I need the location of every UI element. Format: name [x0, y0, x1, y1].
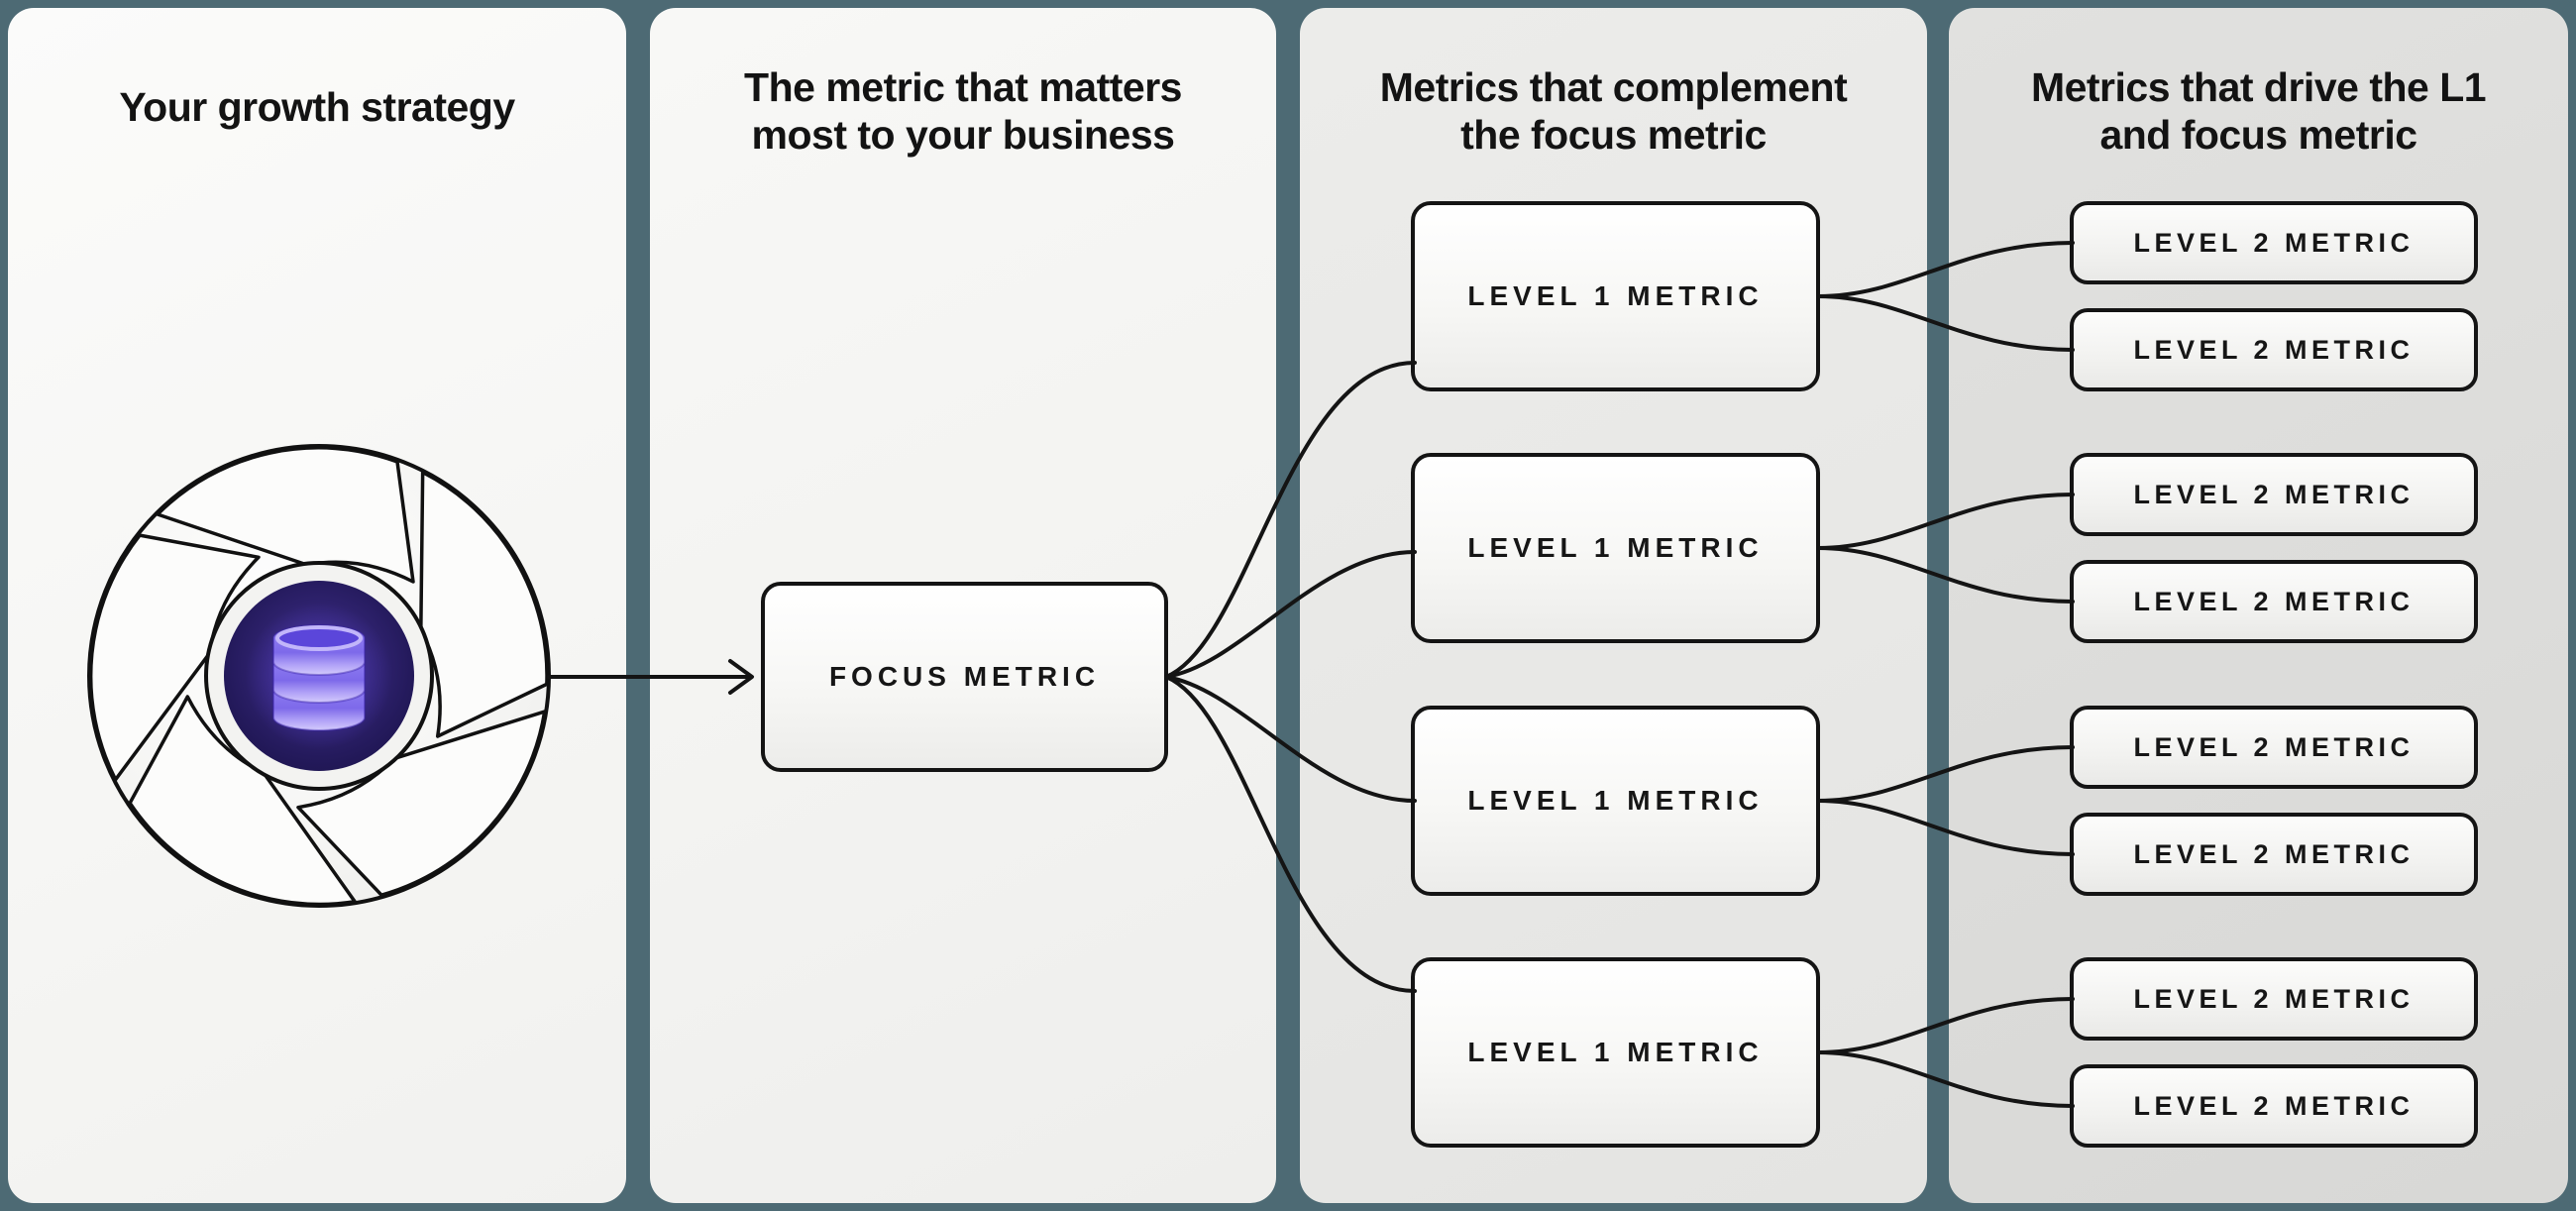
- level1-metric-label: LEVEL 1 METRIC: [1467, 280, 1764, 311]
- level2-metric-label: LEVEL 2 METRIC: [2133, 479, 2415, 509]
- column-title-line: the focus metric: [1460, 112, 1767, 158]
- column-title-line: Your growth strategy: [119, 84, 515, 130]
- focus-metric-label: FOCUS METRIC: [828, 661, 1101, 692]
- level1-metric-box: LEVEL 1 METRIC: [1411, 201, 1820, 391]
- level2-metric-label: LEVEL 2 METRIC: [2133, 227, 2415, 258]
- level1-metric-box: LEVEL 1 METRIC: [1411, 957, 1820, 1148]
- column-growth-strategy: Your growth strategy: [8, 8, 626, 1203]
- column-focus-metric: The metric that matters most to your bus…: [650, 8, 1276, 1203]
- level2-metric-box: LEVEL 2 METRIC: [2070, 560, 2478, 643]
- column-title: Metrics that drive the L1 and focus metr…: [1949, 63, 2568, 159]
- column-title-line: most to your business: [751, 112, 1175, 158]
- level2-metric-box: LEVEL 2 METRIC: [2070, 706, 2478, 789]
- level2-metric-label: LEVEL 2 METRIC: [2133, 586, 2415, 616]
- level2-metric-box: LEVEL 2 METRIC: [2070, 453, 2478, 536]
- growth-flywheel-icon: [87, 444, 551, 908]
- column-title-line: Metrics that complement: [1379, 64, 1848, 110]
- column-level1-metrics: Metrics that complement the focus metric…: [1300, 8, 1927, 1203]
- level1-metric-box: LEVEL 1 METRIC: [1411, 453, 1820, 643]
- column-title-line: and focus metric: [2099, 112, 2417, 158]
- level2-metric-box: LEVEL 2 METRIC: [2070, 308, 2478, 391]
- level2-metric-label: LEVEL 2 METRIC: [2133, 731, 2415, 762]
- column-title: The metric that matters most to your bus…: [650, 63, 1276, 159]
- column-title: Metrics that complement the focus metric: [1300, 63, 1927, 159]
- level1-metric-box: LEVEL 1 METRIC: [1411, 706, 1820, 896]
- column-title: Your growth strategy: [8, 83, 626, 131]
- database-icon: [246, 603, 392, 749]
- level1-metric-label: LEVEL 1 METRIC: [1467, 1037, 1764, 1067]
- level2-metric-label: LEVEL 2 METRIC: [2133, 983, 2415, 1014]
- level2-metric-box: LEVEL 2 METRIC: [2070, 957, 2478, 1041]
- level1-metric-label: LEVEL 1 METRIC: [1467, 532, 1764, 563]
- level2-metric-label: LEVEL 2 METRIC: [2133, 838, 2415, 869]
- level2-metric-label: LEVEL 2 METRIC: [2133, 334, 2415, 365]
- level2-metric-box: LEVEL 2 METRIC: [2070, 813, 2478, 896]
- level2-metric-box: LEVEL 2 METRIC: [2070, 201, 2478, 284]
- level2-metric-box: LEVEL 2 METRIC: [2070, 1064, 2478, 1148]
- column-level2-metrics: Metrics that drive the L1 and focus metr…: [1949, 8, 2568, 1203]
- column-title-line: The metric that matters: [744, 64, 1182, 110]
- column-title-line: Metrics that drive the L1: [2030, 64, 2487, 110]
- focus-metric-box: FOCUS METRIC: [761, 582, 1168, 772]
- level1-metric-label: LEVEL 1 METRIC: [1467, 785, 1764, 816]
- flywheel-blades: [88, 446, 549, 907]
- level2-metric-label: LEVEL 2 METRIC: [2133, 1090, 2415, 1121]
